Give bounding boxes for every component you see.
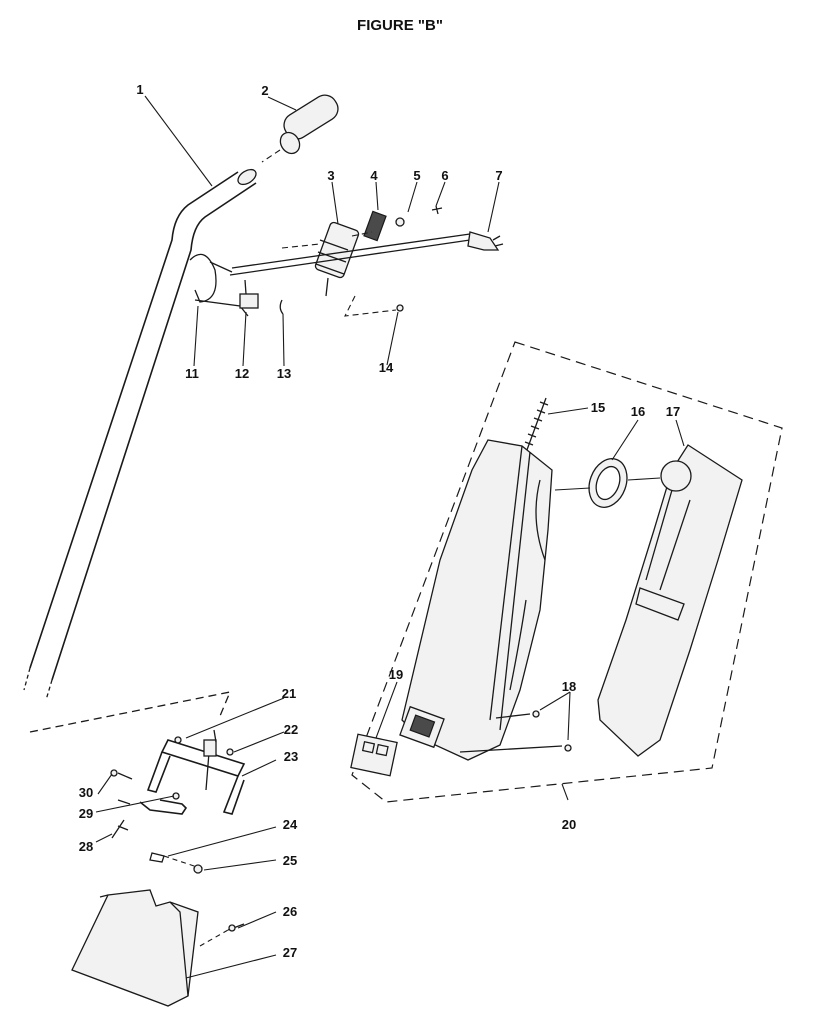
callout-28: 28: [79, 839, 93, 854]
callout-3: 3: [327, 168, 334, 183]
callout-11: 11: [185, 366, 199, 381]
callout-14: 14: [379, 360, 394, 375]
callout-30: 30: [79, 785, 93, 800]
callout-21: 21: [282, 686, 296, 701]
figure-title: FIGURE "B": [357, 17, 443, 34]
bag-collar: [350, 733, 398, 777]
bracket-assembly: [29, 691, 246, 874]
callout-20: 20: [562, 817, 576, 832]
callout-labels: 1 2 3 4 5 6 7 11 12 13 14 15 16 17 18 19…: [79, 82, 680, 960]
inner-bag: [597, 444, 743, 757]
cover-screw: [199, 923, 245, 947]
callout-6: 6: [441, 168, 448, 183]
callout-27: 27: [283, 945, 297, 960]
callout-15: 15: [591, 400, 605, 415]
switch-assembly: [189, 205, 504, 317]
handle-tube: [23, 168, 257, 701]
callout-1: 1: [136, 82, 143, 97]
callout-19: 19: [389, 667, 403, 682]
callout-24: 24: [283, 817, 298, 832]
callout-17: 17: [666, 404, 680, 419]
callout-26: 26: [283, 904, 297, 919]
callout-18: 18: [562, 679, 576, 694]
outer-bag: [399, 439, 553, 761]
callout-2: 2: [261, 83, 268, 98]
callout-22: 22: [284, 722, 298, 737]
callout-29: 29: [79, 806, 93, 821]
bag-assembly-outline: [351, 341, 783, 803]
bag-ring: [554, 458, 661, 508]
callout-13: 13: [277, 366, 291, 381]
bracket-cover: [71, 889, 199, 1007]
callout-12: 12: [235, 366, 249, 381]
leader-lines: [95, 95, 685, 979]
callout-4: 4: [370, 168, 378, 183]
callout-7: 7: [495, 168, 502, 183]
bag-spring: [521, 397, 549, 459]
callout-25: 25: [283, 853, 297, 868]
bag-screws: [459, 710, 572, 753]
grip: [261, 94, 339, 163]
callout-23: 23: [284, 749, 298, 764]
callout-16: 16: [631, 404, 645, 419]
callout-5: 5: [413, 168, 420, 183]
